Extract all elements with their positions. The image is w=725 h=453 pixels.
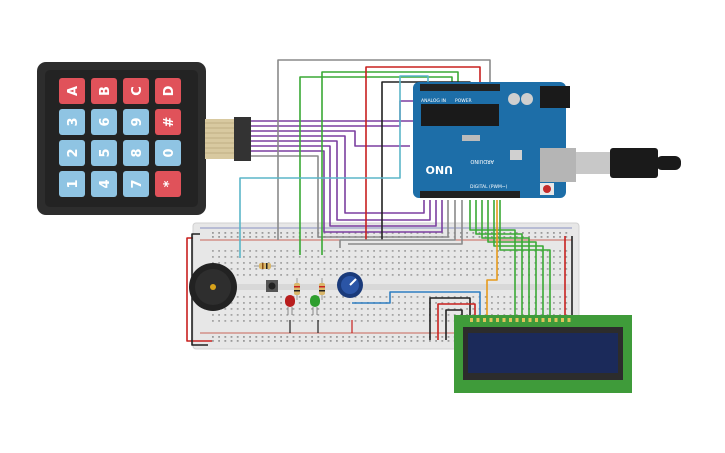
- lcd-pins: [470, 318, 571, 322]
- keypad-key: 9: [123, 109, 149, 135]
- led-green: [310, 295, 320, 315]
- push-button: [266, 280, 278, 292]
- wire-blue-pot: [352, 291, 481, 318]
- keypad: 1 2 3 A 4 5 6 B 7 8 9 C * 0 # D: [37, 62, 251, 215]
- keypad-key-label: 2: [66, 148, 81, 157]
- wire-orange: [486, 200, 498, 318]
- keypad-key: 4: [91, 171, 117, 197]
- wire-rail-red: [186, 237, 212, 342]
- keypad-key: 0: [155, 140, 181, 166]
- wire-keypad-8: [251, 155, 449, 238]
- wire-gray-2: [339, 200, 456, 248]
- wire-gray-3: [348, 200, 463, 245]
- power-jack: [540, 86, 570, 108]
- wire-lcd-4: [487, 200, 537, 318]
- keypad-key-label: A: [66, 86, 81, 96]
- wire-cyan: [239, 75, 429, 258]
- keypad-key: 8: [123, 140, 149, 166]
- wire-keypad-6: [251, 145, 437, 227]
- wire-lcd-2: [475, 200, 523, 318]
- lcd-16x2: [454, 315, 632, 393]
- wire-keypad-3: [251, 130, 410, 147]
- potentiometer: [337, 272, 363, 298]
- keypad-ribbon: [205, 119, 235, 159]
- keypad-key-label: 0: [162, 148, 177, 157]
- label-digital: DIGITAL (PWM~): [470, 184, 508, 190]
- wire-keypad-5: [251, 140, 431, 221]
- wire-lcd-3: [481, 200, 530, 318]
- wire-lcd-vcc: [437, 303, 476, 340]
- keypad-key: 1: [59, 171, 85, 197]
- wire-keypad-2: [251, 86, 441, 127]
- keypad-key-label: B: [98, 86, 113, 96]
- header-digital: [420, 191, 520, 198]
- keypad-key-label: 6: [98, 117, 113, 126]
- keypad-key-label: 8: [130, 148, 145, 157]
- wire-keypad-4: [251, 135, 425, 214]
- keypad-key-label: 4: [98, 179, 113, 188]
- wire-lcd-5: [493, 200, 544, 318]
- wire-lcd-1: [469, 200, 516, 318]
- keypad-key: C: [123, 78, 149, 104]
- label-arduino: ARDUINO: [470, 158, 494, 164]
- wire-red-5v: [365, 66, 481, 240]
- usb-port: [540, 148, 576, 182]
- keypad-key: 6: [91, 109, 117, 135]
- keypad-key: 5: [91, 140, 117, 166]
- keypad-key-label: 3: [66, 117, 81, 126]
- arduino-uno-board: UNO ARDUINO DIGITAL (PWM~) POWER ANALOG …: [413, 82, 576, 198]
- keypad-key-label: *: [162, 180, 177, 187]
- keypad-keys: 1 2 3 A 4 5 6 B 7 8 9 C * 0 # D: [59, 78, 181, 197]
- keypad-key-label: C: [130, 86, 145, 96]
- keypad-key-label: #: [162, 116, 177, 127]
- keypad-key: 2: [59, 140, 85, 166]
- wire-green-2: [321, 71, 459, 255]
- keypad-key: #: [155, 109, 181, 135]
- piezo-buzzer: [189, 263, 237, 311]
- led-red: [285, 295, 295, 315]
- usb-cable: [576, 148, 681, 178]
- microcontroller-chip: [421, 104, 499, 126]
- label-analog: ANALOG IN: [421, 98, 446, 104]
- keypad-key: 7: [123, 171, 149, 197]
- label-uno: UNO: [426, 163, 454, 176]
- keypad-key: 3: [59, 109, 85, 135]
- keypad-key: A: [59, 78, 85, 104]
- wire-lcd-6: [499, 200, 551, 318]
- resistor-3: [319, 278, 325, 300]
- keypad-key: B: [91, 78, 117, 104]
- resistor-1: [254, 263, 276, 269]
- resistor-2: [294, 278, 300, 300]
- keypad-key: D: [155, 78, 181, 104]
- wire-gray-top: [277, 59, 491, 240]
- keypad-key: *: [155, 171, 181, 197]
- keypad-key-label: 9: [130, 117, 145, 126]
- keypad-key-label: 7: [130, 179, 145, 188]
- header-analog-power: [420, 84, 500, 91]
- lcd-screen: [468, 333, 618, 373]
- keypad-key-label: 1: [66, 179, 81, 188]
- keypad-connector: [234, 117, 251, 161]
- keypad-key-label: D: [162, 85, 177, 96]
- wires: [186, 59, 573, 346]
- label-power: POWER: [455, 98, 472, 104]
- wire-lcd-gnd: [429, 297, 471, 340]
- keypad-key-label: 5: [98, 148, 113, 157]
- wire-lcd-gnd2: [445, 309, 463, 340]
